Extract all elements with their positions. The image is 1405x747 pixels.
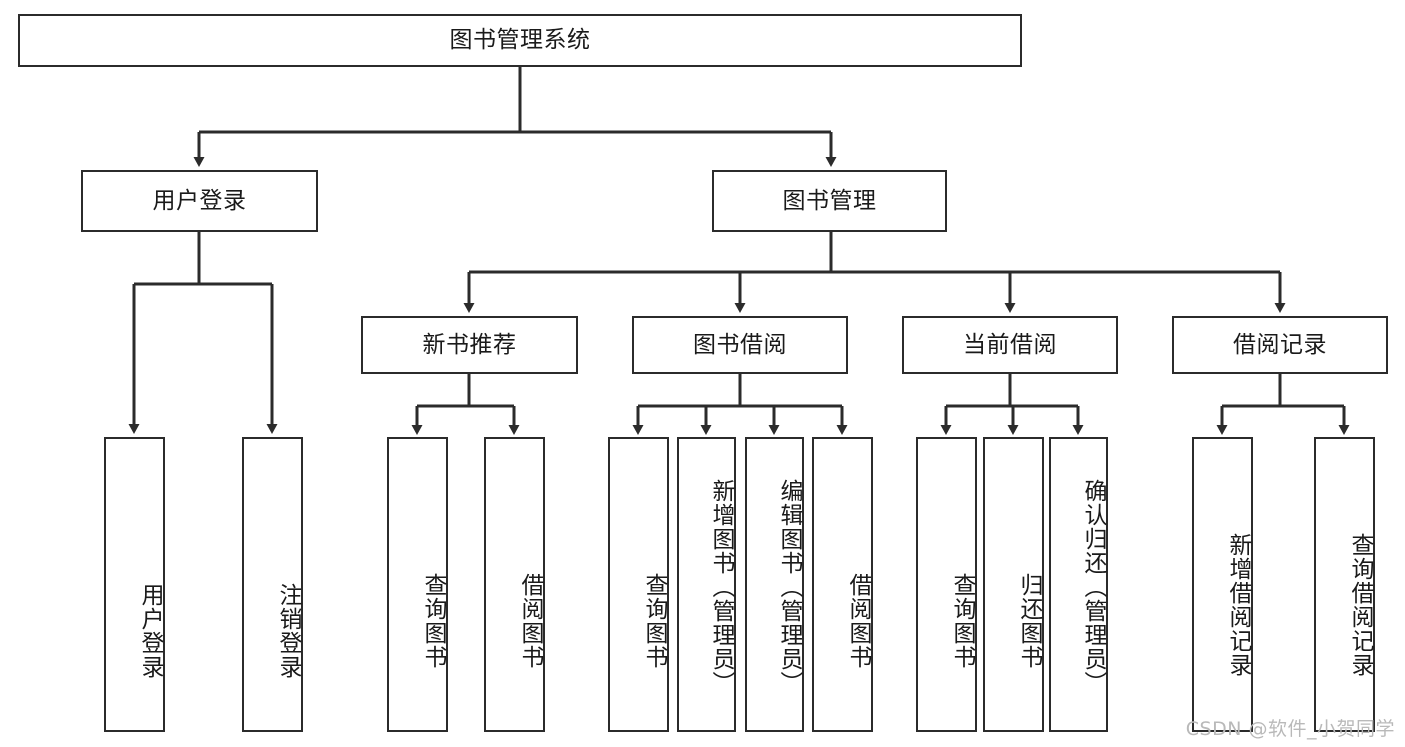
node-label: 新增图书（管理员） — [708, 478, 734, 695]
node-label: 借阅图书 — [845, 572, 871, 669]
node-book-management[interactable]: 图书管理 — [712, 170, 947, 232]
edge-current-borrow-to-leaves — [940, 374, 1084, 435]
node-label: 用户登录 — [137, 582, 163, 679]
node-leaf-add-record[interactable]: 新增借阅记录 — [1192, 437, 1253, 732]
edge-book-management-to-level3 — [463, 232, 1286, 313]
node-label: 查询图书 — [641, 572, 667, 669]
csdn-watermark: CSDN @软件_小贺同学 — [1185, 718, 1395, 740]
node-user-login[interactable]: 用户登录 — [81, 170, 318, 232]
node-label: 注销登录 — [275, 582, 301, 679]
node-leaf-query-book-borrow[interactable]: 查询图书 — [608, 437, 669, 732]
node-leaf-query-record[interactable]: 查询借阅记录 — [1314, 437, 1375, 732]
node-leaf-edit-book[interactable]: 编辑图书（管理员） — [745, 437, 804, 732]
node-label: 用户登录 — [152, 187, 247, 214]
edge-book-borrow-to-leaves — [632, 374, 848, 435]
node-leaf-return-book[interactable]: 归还图书 — [983, 437, 1044, 732]
node-leaf-user-login[interactable]: 用户登录 — [104, 437, 165, 732]
node-label: 查询图书 — [949, 572, 975, 669]
node-leaf-logout[interactable]: 注销登录 — [242, 437, 303, 732]
node-root-book-management-system[interactable]: 图书管理系统 — [18, 14, 1022, 67]
node-label: 查询借阅记录 — [1347, 532, 1373, 677]
node-label: 新增借阅记录 — [1225, 532, 1251, 677]
node-label: 图书借阅 — [693, 331, 787, 358]
node-label: 查询图书 — [420, 572, 446, 669]
node-leaf-add-book[interactable]: 新增图书（管理员） — [677, 437, 736, 732]
node-label: 确认归还（管理员） — [1080, 478, 1106, 695]
node-label: 借阅记录 — [1233, 331, 1327, 358]
node-new-book-recommend[interactable]: 新书推荐 — [361, 316, 578, 374]
node-label: 当前借阅 — [963, 331, 1057, 358]
node-label: 归还图书 — [1016, 572, 1042, 669]
edge-user-login-to-leaves — [128, 232, 278, 434]
node-leaf-confirm-return[interactable]: 确认归还（管理员） — [1049, 437, 1108, 732]
node-leaf-borrow-book-new[interactable]: 借阅图书 — [484, 437, 545, 732]
node-book-borrow[interactable]: 图书借阅 — [632, 316, 848, 374]
node-label: 新书推荐 — [422, 331, 517, 358]
node-label: 图书管理 — [782, 187, 877, 214]
node-current-borrow[interactable]: 当前借阅 — [902, 316, 1118, 374]
edge-borrow-record-to-leaves — [1216, 374, 1350, 435]
edge-new-book-to-leaves — [411, 374, 520, 435]
node-borrow-record[interactable]: 借阅记录 — [1172, 316, 1388, 374]
node-label: 借阅图书 — [517, 572, 543, 669]
node-label: 图书管理系统 — [449, 27, 591, 54]
node-label: 编辑图书（管理员） — [776, 478, 802, 695]
node-leaf-borrow-book[interactable]: 借阅图书 — [812, 437, 873, 732]
edge-root-to-level2 — [193, 67, 837, 167]
node-leaf-query-book-new[interactable]: 查询图书 — [387, 437, 448, 732]
node-leaf-query-book-current[interactable]: 查询图书 — [916, 437, 977, 732]
